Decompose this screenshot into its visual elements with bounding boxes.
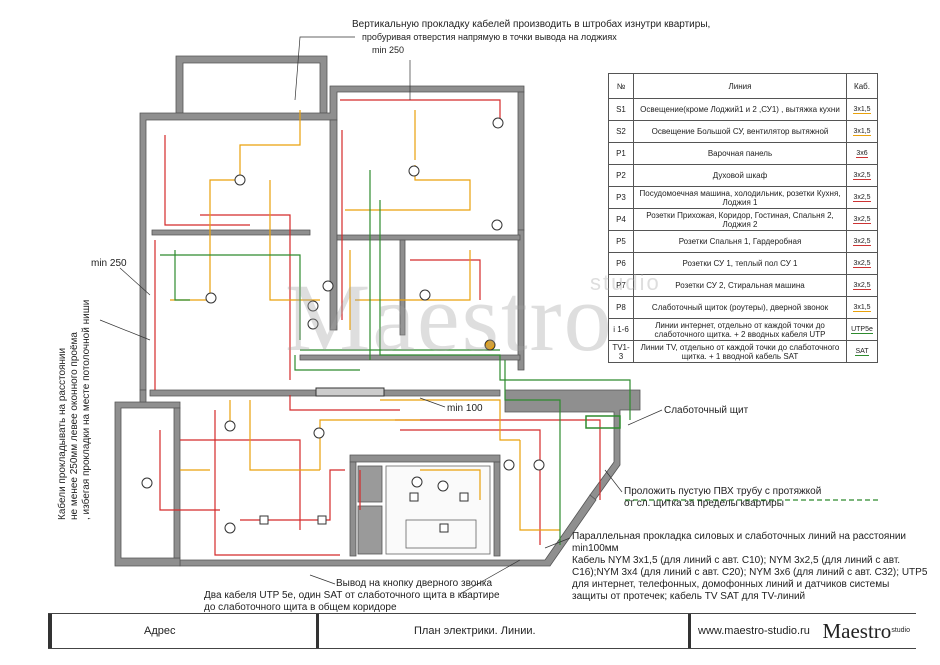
legend-cab: 3х1,5: [846, 296, 878, 319]
legend-cab-value: 3х2,5: [853, 238, 871, 246]
pvc-note-line2: от сл. щитка за пределы квартиры: [624, 498, 784, 509]
legend-cab-value: 3х2,5: [853, 216, 871, 224]
legend-cab-value: 3х2,5: [853, 194, 871, 202]
logo-sup: studio: [891, 627, 910, 634]
weak-panel-box: [585, 415, 621, 429]
min100-label: min 100: [447, 403, 483, 414]
parallel-note-line1: Параллельная прокладка силовых и слабото…: [572, 531, 907, 542]
maestro-logo: Maestrostudio: [822, 616, 910, 646]
side-note-line2: не менее 250мм левее оконного проёма: [69, 332, 80, 520]
parallel-note-line2: min100мм: [572, 543, 619, 554]
legend-line: Линии TV, отдельно от каждой точки до сл…: [633, 340, 847, 363]
legend-cab-value: 3х1,5: [853, 106, 871, 114]
legend-cab-value: SAT: [855, 348, 869, 356]
utp-note-line2: до слаботочного щита в общем коридоре: [204, 602, 397, 613]
legend-num: S2: [608, 120, 634, 143]
title-block: Адрес План электрики. Линии. www.maestro…: [48, 613, 916, 649]
min250-left-label: min 250: [91, 258, 127, 269]
legend-cab: 3х2,5: [846, 274, 878, 297]
legend-cab: 3х2,5: [846, 186, 878, 209]
legend-line: Розетки Спальня 1, Гардеробная: [633, 230, 847, 253]
legend-num: P2: [608, 164, 634, 187]
address-label: Адрес: [144, 625, 176, 637]
pvc-note-line1: Проложить пустую ПВХ трубу с протяжкой: [624, 486, 822, 497]
cable-note-line4: защиты от протечек; кабель TV SAT для TV…: [572, 591, 806, 602]
plan-title: План электрики. Линии.: [414, 625, 536, 637]
legend-line: Линии интернет, отдельно от каждой точки…: [633, 318, 847, 341]
logo-text: Maestro: [822, 619, 892, 643]
utp-note-line1: Два кабеля UTP 5е, один SAT от слаботочн…: [204, 590, 500, 601]
side-note: Кабели прокладывать на расстоянии не мен…: [57, 300, 93, 520]
legend-cab-value: UTP5e: [851, 326, 873, 334]
doorbell-note: Вывод на кнопку дверного звонка: [336, 578, 493, 589]
legend-cab-value: 3х6: [856, 150, 868, 158]
legend-header-line: Линия: [633, 73, 847, 99]
legend-num: TV1-3: [608, 340, 634, 363]
cable-note-line2: С16);NYM 3х4 (для линий с авт. С20); NYM…: [572, 567, 928, 578]
legend-line: Освещение(кроме Лоджий1 и 2 ,СУ1) , вытя…: [633, 98, 847, 121]
legend-cab-value: 3х2,5: [853, 172, 871, 180]
legend-cab: 3х6: [846, 142, 878, 165]
site-url[interactable]: www.maestro-studio.ru: [698, 625, 810, 637]
legend-line: Духовой шкаф: [633, 164, 847, 187]
walls: [114, 55, 641, 567]
legend-num: P4: [608, 208, 634, 231]
min250-top-label: min 250: [372, 45, 405, 55]
legend-line: Розетки СУ 2, Стиральная машина: [633, 274, 847, 297]
cable-note-line3: для интернет, телефонных, домофонных лин…: [572, 579, 890, 590]
legend-cab: 3х1,5: [846, 98, 878, 121]
legend-cab-value: 3х2,5: [853, 260, 871, 268]
legend-line: Освещение Большой СУ, вентилятор вытяжно…: [633, 120, 847, 143]
top-note-line1: Вертикальную прокладку кабелей производи…: [352, 19, 711, 30]
radiator: [315, 387, 385, 397]
legend-line: Варочная панель: [633, 142, 847, 165]
top-note-line2: пробуривая отверстия напрямую в точки вы…: [362, 32, 617, 42]
side-note-line3: , избегая прокладки на месте потолочной …: [81, 299, 92, 520]
legend-cab: 3х2,5: [846, 208, 878, 231]
legend-cab: 3х1,5: [846, 120, 878, 143]
legend-cab-value: 3х1,5: [853, 304, 871, 312]
legend-line: Слаботочный щиток (роутеры), дверной зво…: [633, 296, 847, 319]
weak-panel-label: Слаботочный щит: [664, 405, 749, 416]
weak-lines: [160, 170, 631, 545]
watermark-main: Maestro: [285, 264, 614, 371]
legend-num: P3: [608, 186, 634, 209]
cable-note-line1: Кабель NYM 3х1,5 (для линий с авт. С10);…: [572, 555, 901, 566]
legend-cab-value: 3х2,5: [853, 282, 871, 290]
socket-marks: [259, 117, 504, 533]
legend-num: P5: [608, 230, 634, 253]
leader-lines: [99, 36, 663, 595]
legend-num: P1: [608, 142, 634, 165]
legend-cab: 3х2,5: [846, 230, 878, 253]
legend-cab: SAT: [846, 340, 878, 363]
legend-header-cab: Каб.: [846, 73, 878, 99]
legend-num: S1: [608, 98, 634, 121]
junction-box: [484, 339, 496, 351]
legend-cab-value: 3х1,5: [853, 128, 871, 136]
legend-cab: 3х2,5: [846, 164, 878, 187]
legend-line: Посудомоечная машина, холодильник, розет…: [633, 186, 847, 209]
legend-header-num: №: [608, 73, 634, 99]
power-lines: [154, 99, 601, 556]
legend-line: Розетки Прихожая, Коридор, Гостиная, Спа…: [633, 208, 847, 231]
legend-cab: UTP5e: [846, 318, 878, 341]
legend-line: Розетки СУ 1, теплый пол СУ 1: [633, 252, 847, 275]
ceiling-lights: [141, 165, 545, 534]
legend-cab: 3х2,5: [846, 252, 878, 275]
side-note-line1: Кабели прокладывать на расстоянии: [57, 347, 68, 520]
watermark-sub: studio: [590, 270, 661, 295]
